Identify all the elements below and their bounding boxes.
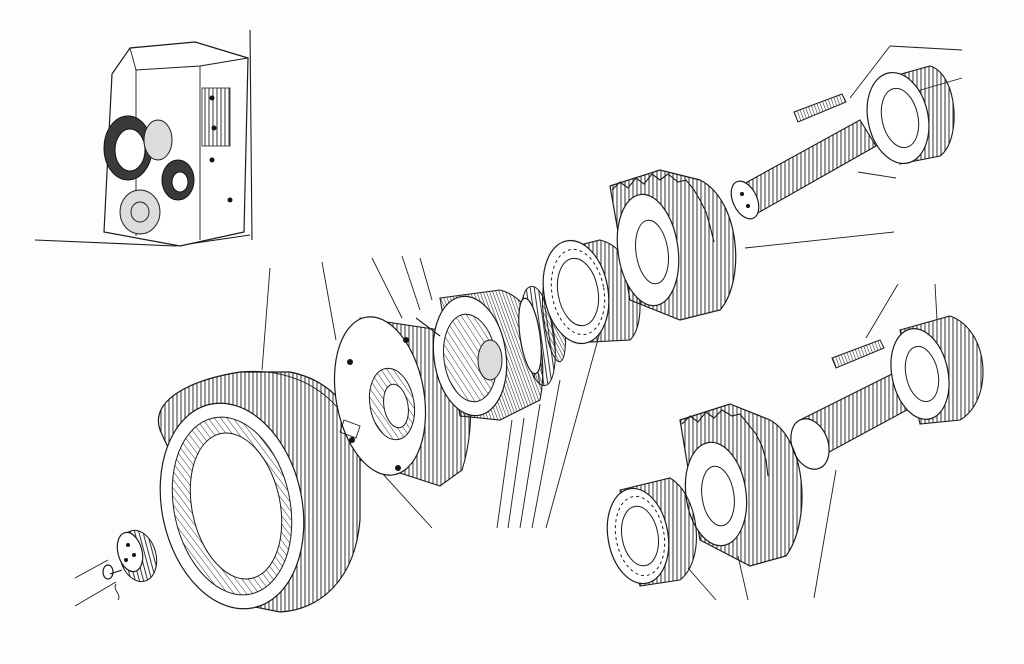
bolt-icon <box>102 564 123 601</box>
housing-inset-icon <box>34 29 253 247</box>
spur-gear-icon <box>609 169 737 321</box>
ring-gear-drum-icon <box>157 370 361 613</box>
lower-spur-gear-icon <box>606 403 803 587</box>
planet-gear-assembly-icon <box>415 289 544 421</box>
roller-bearing-icon <box>542 239 641 345</box>
lower-shaft-icon <box>790 315 984 470</box>
end-cap-gear-icon <box>116 529 158 583</box>
key-icon <box>793 93 847 123</box>
input-shaft-icon <box>730 65 955 220</box>
